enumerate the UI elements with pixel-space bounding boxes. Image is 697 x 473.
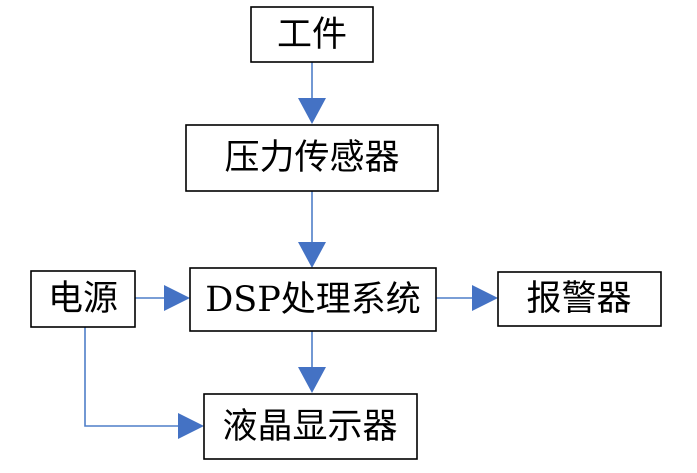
- edge-power-to-lcd: [84, 327, 204, 439]
- arrowhead-right: [164, 285, 190, 311]
- node-workpiece-label: 工件: [277, 15, 347, 55]
- arrowhead-down: [298, 242, 326, 268]
- node-lcd-display-label: 液晶显示器: [222, 407, 397, 447]
- arrowhead-right: [472, 285, 498, 311]
- edge-workpiece-to-pressure-sensor: [298, 62, 326, 124]
- edge-dsp-to-lcd: [298, 331, 326, 393]
- edge-dsp-to-alarm: [436, 285, 498, 311]
- node-alarm-label: 报警器: [526, 279, 631, 319]
- arrowhead-down: [298, 98, 326, 124]
- node-lcd-display: 液晶显示器: [203, 393, 418, 460]
- edge-pressure-sensor-to-dsp: [298, 191, 326, 268]
- arrowhead-right: [178, 413, 204, 439]
- node-pressure-sensor-label: 压力传感器: [224, 138, 399, 178]
- edge-power-to-dsp: [135, 285, 190, 311]
- node-dsp-system: DSP处理系统: [189, 267, 437, 332]
- node-alarm: 报警器: [497, 271, 662, 327]
- node-workpiece: 工件: [250, 6, 374, 63]
- node-pressure-sensor: 压力传感器: [185, 124, 439, 192]
- arrowhead-down: [298, 367, 326, 393]
- node-power-supply-label: 电源: [48, 279, 118, 319]
- node-power-supply: 电源: [30, 270, 136, 328]
- node-dsp-system-label: DSP处理系统: [205, 280, 421, 320]
- edges: [84, 62, 498, 439]
